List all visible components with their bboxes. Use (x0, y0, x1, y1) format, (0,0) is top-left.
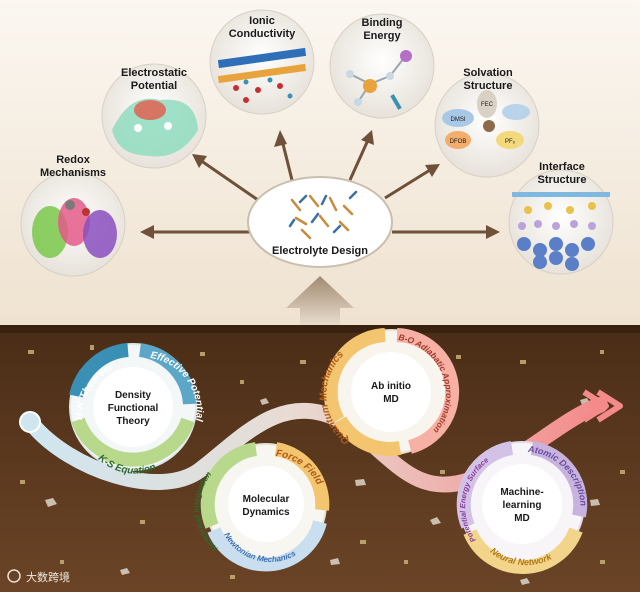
dft-label-3: Theory (116, 416, 150, 427)
watermark: 大数跨境 (7, 569, 70, 584)
soil-edge (0, 325, 640, 333)
electrolyte-molecules-icon (290, 194, 354, 240)
bubble-redox (20, 171, 126, 277)
mlmd-label-1: Machine- (500, 487, 543, 498)
ionic-label-1: Ionic (249, 15, 275, 27)
watermark-logo-icon (7, 569, 21, 583)
ionic-label-2: Conductivity (229, 28, 296, 40)
flow-end-arrow (582, 389, 623, 423)
redox-label-2: Mechanisms (40, 167, 106, 179)
binding-label-2: Energy (363, 30, 401, 42)
mlmd-label-2: learning (503, 500, 542, 511)
mlmd-node (456, 441, 588, 575)
radial-arrows (140, 130, 500, 239)
up-arrow (286, 276, 354, 325)
electrolyte-ions-icon (288, 190, 358, 234)
soil-specks (20, 345, 625, 579)
interface-label-1: Interface (539, 161, 585, 173)
dft-label-2: Functional (108, 403, 159, 414)
dfob-tag: DFOB (450, 139, 467, 145)
dft-label-1: Density (115, 390, 152, 401)
dft-node (69, 343, 197, 471)
pf6-tag: PF₆ (505, 139, 516, 145)
solvation-label-1: Solvation (463, 67, 513, 79)
electrostatic-label-2: Potential (131, 80, 177, 92)
fec-tag: FEC (481, 102, 494, 108)
redox-label-1: Redox (56, 154, 91, 166)
aimd-node (323, 328, 460, 456)
bubble-ionic-conductivity (209, 9, 315, 115)
bubble-electrostatic (101, 63, 207, 169)
electrostatic-label-1: Electrostatic (121, 67, 187, 79)
interface-label-2: Structure (538, 174, 587, 186)
md-label-1: Molecular (243, 494, 290, 505)
upper-panel (0, 0, 640, 325)
mlmd-label-3: MD (514, 513, 530, 524)
binding-label-1: Binding (362, 17, 403, 29)
solvation-label-2: Structure (464, 80, 513, 92)
center-label: Electrolyte Design (272, 245, 368, 257)
electrolyte-design-node (247, 176, 393, 268)
bubble-binding-energy (329, 13, 435, 119)
md-node (200, 442, 330, 572)
bubble-solvation-structure: DMSI FEC DFOB PF₆ (434, 72, 540, 178)
watermark-text: 大数跨境 (26, 570, 70, 584)
dmsi-tag: DMSI (451, 117, 466, 123)
aimd-label-2: MD (383, 394, 399, 405)
bubble-interface-structure (508, 169, 614, 275)
aimd-label-1: Ab initio (371, 381, 411, 392)
md-label-2: Dynamics (242, 507, 290, 518)
flow-start-dot (19, 411, 41, 433)
